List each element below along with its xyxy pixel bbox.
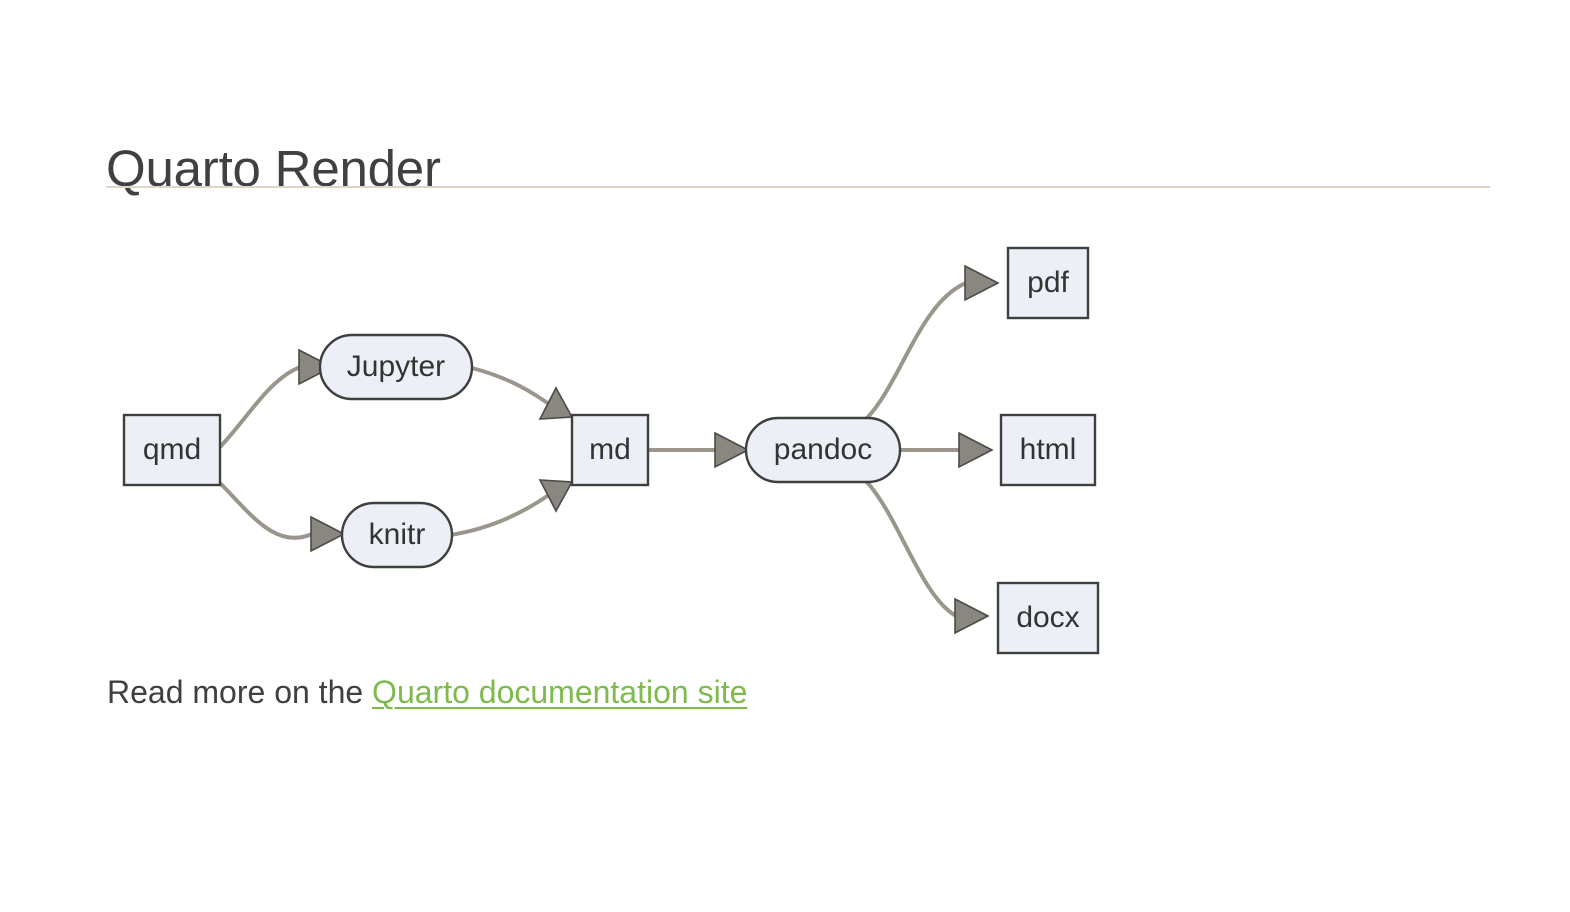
node-md[interactable]: md	[570, 413, 650, 487]
node-jupyter[interactable]: Jupyter	[318, 333, 474, 401]
quarto-render-flowchart: qmd Jupyter knitr md pandoc pdf	[0, 210, 1300, 660]
node-md-label: md	[589, 433, 631, 466]
node-pandoc-label: pandoc	[774, 433, 872, 466]
node-knitr[interactable]: knitr	[340, 501, 454, 569]
edge-pandoc-to-html	[900, 431, 994, 469]
node-jupyter-label: Jupyter	[347, 350, 445, 383]
quarto-documentation-link[interactable]: Quarto documentation site	[372, 674, 748, 710]
edge-qmd-to-knitr	[218, 481, 346, 553]
node-html-label: html	[1020, 433, 1077, 466]
node-docx[interactable]: docx	[996, 581, 1100, 655]
read-more-prefix: Read more on the	[107, 674, 373, 710]
node-qmd[interactable]: qmd	[122, 413, 222, 487]
node-knitr-label: knitr	[369, 518, 426, 551]
edge-knitr-to-md	[449, 479, 574, 537]
node-qmd-label: qmd	[143, 433, 201, 466]
read-more-text: Read more on the Quarto documentation si…	[107, 671, 747, 713]
title-divider	[106, 186, 1490, 188]
node-docx-label: docx	[1016, 601, 1079, 634]
page-title: Quarto Render	[106, 140, 441, 198]
node-pdf[interactable]: pdf	[1006, 246, 1090, 320]
node-pdf-label: pdf	[1027, 266, 1069, 299]
node-pandoc[interactable]: pandoc	[744, 416, 902, 484]
edge-pandoc-to-pdf	[864, 264, 1000, 421]
node-html[interactable]: html	[999, 413, 1097, 487]
edge-qmd-to-jupyter	[218, 348, 334, 449]
edge-md-to-pandoc	[648, 431, 750, 469]
edge-pandoc-to-docx	[864, 479, 990, 635]
edge-jupyter-to-md	[471, 366, 574, 420]
